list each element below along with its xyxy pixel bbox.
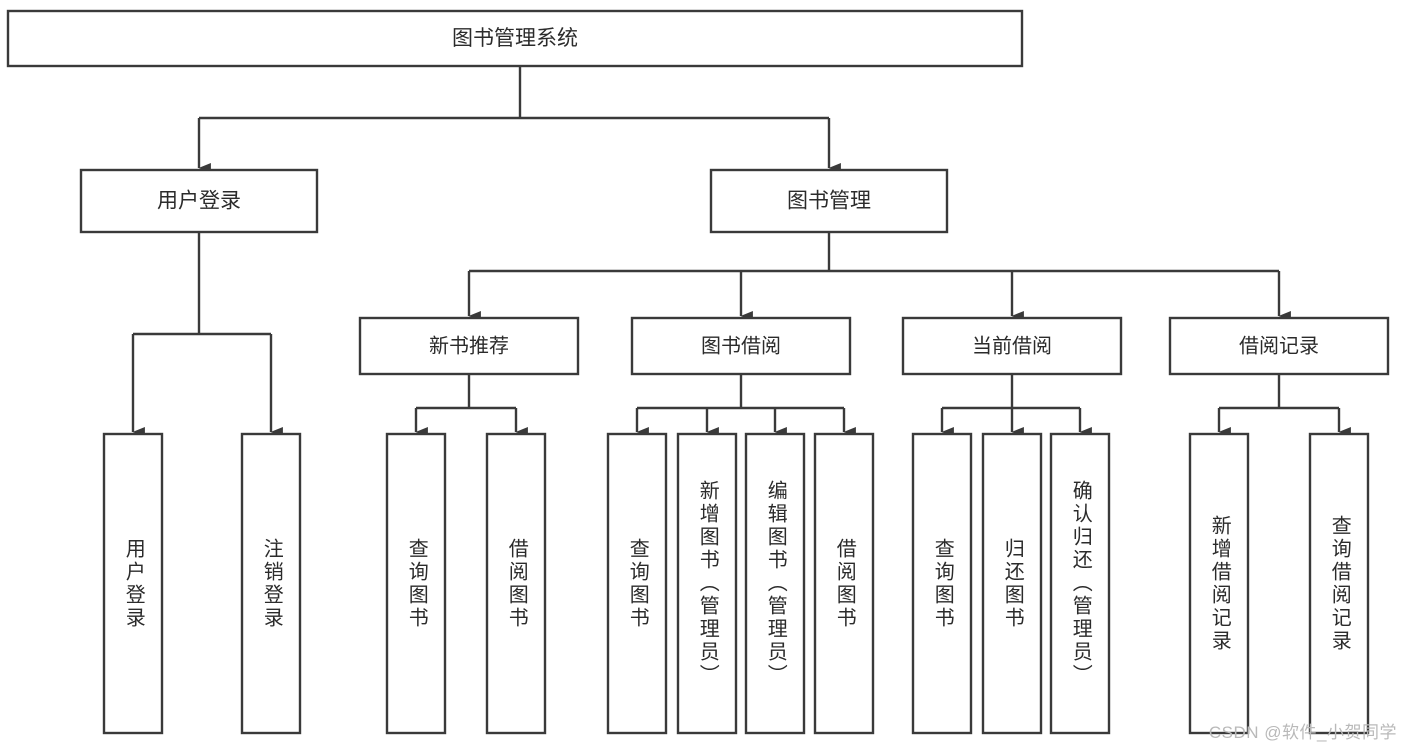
node-leaf-add-borrow-record-box[interactable] bbox=[1188, 432, 1250, 735]
node-root-label: 图书管理系统 bbox=[452, 27, 578, 50]
watermark-text: CSDN @软件_小贺同学 bbox=[1208, 723, 1397, 742]
node-current-borrow-box[interactable] bbox=[901, 316, 1123, 376]
node-leaf-query-book-2-box[interactable] bbox=[606, 432, 668, 735]
connector-layer bbox=[131, 66, 1351, 438]
node-leaf-return-book-box[interactable] bbox=[981, 432, 1043, 735]
node-root-box[interactable] bbox=[6, 9, 1024, 68]
node-new-book-recommend-label: 新书推荐 bbox=[429, 334, 509, 357]
node-leaf-edit-book-admin-box[interactable] bbox=[744, 432, 806, 735]
node-leaf-query-book-1-box[interactable] bbox=[385, 432, 447, 735]
node-leaf-borrow-book-1-box[interactable] bbox=[485, 432, 547, 735]
node-leaf-confirm-return-admin-box[interactable] bbox=[1049, 432, 1111, 735]
node-book-manage-box[interactable] bbox=[709, 168, 949, 234]
node-leaf-query-borrow-record-box[interactable] bbox=[1308, 432, 1370, 735]
node-current-borrow-label: 当前借阅 bbox=[972, 334, 1052, 357]
node-book-borrow-label: 图书借阅 bbox=[701, 334, 781, 357]
node-leaf-logout-login-box[interactable] bbox=[240, 432, 302, 735]
node-box-layer bbox=[6, 9, 1390, 735]
node-user-login-label: 用户登录 bbox=[157, 190, 241, 213]
node-user-login-box[interactable] bbox=[79, 168, 319, 234]
node-book-manage-label: 图书管理 bbox=[787, 190, 871, 213]
node-leaf-query-book-3-box[interactable] bbox=[911, 432, 973, 735]
node-leaf-user-login-box[interactable] bbox=[102, 432, 164, 735]
node-borrow-record-label: 借阅记录 bbox=[1239, 334, 1319, 357]
node-leaf-add-book-admin-box[interactable] bbox=[676, 432, 738, 735]
node-borrow-record-box[interactable] bbox=[1168, 316, 1390, 376]
node-new-book-recommend-box[interactable] bbox=[358, 316, 580, 376]
node-book-borrow-box[interactable] bbox=[630, 316, 852, 376]
node-leaf-borrow-book-2-box[interactable] bbox=[813, 432, 875, 735]
